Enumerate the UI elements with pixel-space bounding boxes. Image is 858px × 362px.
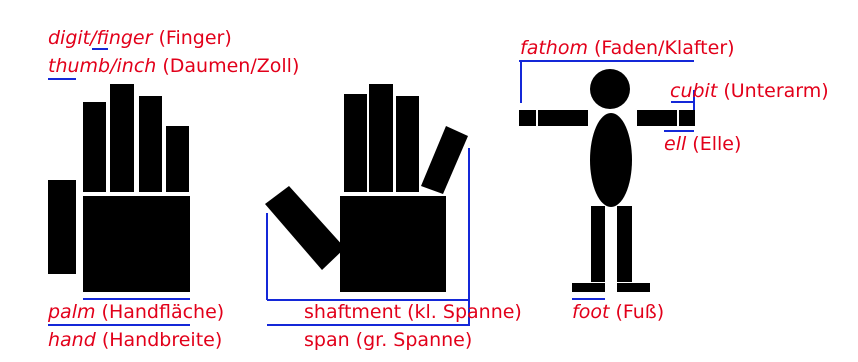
thumb-term: thumb: [48, 55, 111, 77]
label-span: span (gr. Spanne): [304, 329, 473, 351]
cubit-term: cubit: [670, 80, 718, 102]
foot-term: foot: [572, 301, 610, 323]
label-digit: digit/finger (Finger): [48, 26, 232, 50]
thumb-separator: /: [110, 55, 117, 77]
left-hand-shape: [519, 110, 536, 126]
digit-term-b: it: [77, 27, 91, 49]
left-forearm-shape: [538, 110, 588, 126]
label-hand: hand (Handbreite): [48, 328, 222, 352]
left-leg-shape: [591, 206, 605, 282]
little-finger-shape: [166, 126, 189, 192]
label-thumb: thumb/inch (Daumen/Zoll): [48, 54, 299, 78]
middle-finger-shape: [110, 84, 134, 192]
spread-hand-figure: [265, 84, 468, 292]
label-foot: foot (Fuß): [572, 300, 664, 324]
ell-translation: (Elle): [692, 133, 742, 155]
measure-lines: [48, 48, 695, 326]
ring-finger-shape: [139, 96, 162, 192]
spread-little-finger-shape: [421, 126, 468, 194]
person-torso: [590, 113, 632, 207]
spread-ring-finger-shape: [396, 96, 419, 192]
spread-index-finger-shape: [344, 94, 367, 192]
person-figure: [519, 69, 695, 292]
right-foot-shape: [617, 283, 650, 292]
palm-shape: [83, 196, 190, 292]
hand-figure: [48, 84, 190, 292]
palm-term: palm: [48, 301, 96, 323]
label-ell: ell (Elle): [664, 132, 741, 156]
ell-term: ell: [664, 133, 687, 155]
right-hand-shape: [679, 110, 695, 126]
index-finger-shape: [83, 102, 106, 192]
foot-translation: (Fuß): [615, 301, 665, 323]
digit-term-a: dig: [48, 27, 78, 49]
left-foot-shape: [572, 283, 605, 292]
spread-middle-finger-shape: [369, 84, 393, 192]
finger-term: finger: [96, 27, 153, 49]
label-shaftment: shaftment (kl. Spanne): [304, 301, 522, 323]
hand-translation: (Handbreite): [101, 329, 223, 351]
inch-term: inch: [116, 55, 157, 77]
label-palm: palm (Handfläche): [48, 300, 224, 324]
spread-palm-shape: [340, 196, 446, 292]
right-forearm-shape: [637, 110, 677, 126]
cubit-translation: (Unterarm): [723, 80, 829, 102]
digit-translation: (Finger): [158, 27, 232, 49]
thumb-translation: (Daumen/Zoll): [162, 55, 300, 77]
hand-term: hand: [48, 329, 96, 351]
label-fathom: fathom (Faden/Klafter): [520, 36, 735, 60]
person-head: [590, 69, 630, 109]
fathom-translation: (Faden/Klafter): [594, 37, 735, 59]
palm-translation: (Handfläche): [101, 301, 225, 323]
label-cubit: cubit (Unterarm): [670, 79, 829, 103]
spread-thumb-shape: [265, 186, 345, 270]
digit-separator: /: [90, 27, 97, 49]
fathom-term: fathom: [520, 37, 588, 59]
thumb-shape: [48, 180, 76, 274]
right-leg-shape: [617, 206, 632, 282]
